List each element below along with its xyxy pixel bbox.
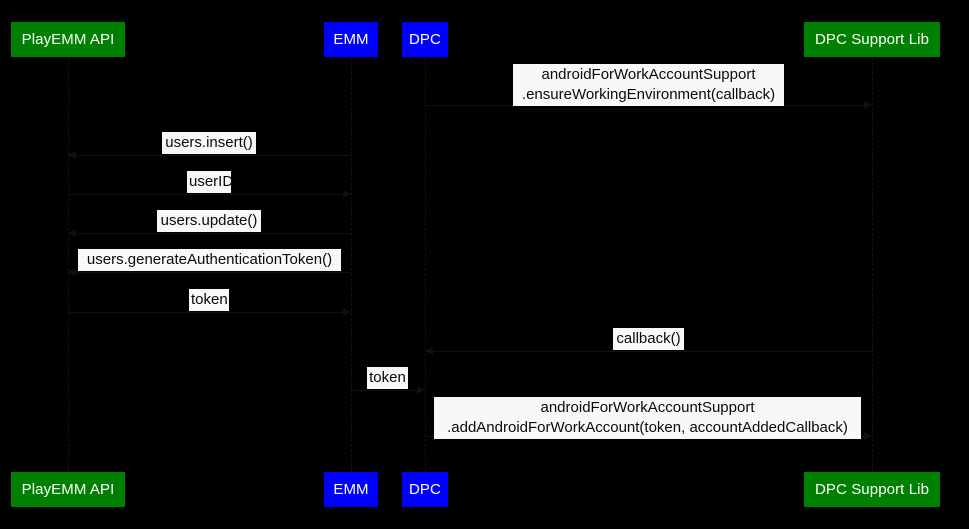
participant-bottom-dpc-support-lib[interactable]: DPC Support Lib xyxy=(804,472,940,507)
message-label-msg-token-to-emm: token xyxy=(189,289,229,311)
message-label-line: .ensureWorkingEnvironment(callback) xyxy=(521,86,776,103)
lifeline-dpc xyxy=(424,57,426,472)
arrow-line-msg-userid xyxy=(68,194,351,195)
lifeline-emm xyxy=(350,57,352,472)
participant-top-dpc[interactable]: DPC xyxy=(402,22,448,57)
message-label-msg-generate-authentication-token: users.generateAuthenticationToken() xyxy=(78,249,341,271)
participant-bottom-playemm-api[interactable]: PlayEMM API xyxy=(11,472,125,507)
participant-label: EMM xyxy=(333,481,369,498)
arrow-head-msg-generate-authentication-token xyxy=(68,268,76,276)
arrow-line-msg-token-to-emm xyxy=(68,312,351,313)
arrow-head-msg-userid xyxy=(343,190,351,198)
participant-bottom-emm[interactable]: EMM xyxy=(324,472,378,507)
arrow-head-msg-users-update xyxy=(68,229,76,237)
message-label-msg-token-to-dpc: token xyxy=(367,367,408,389)
participant-top-emm[interactable]: EMM xyxy=(324,22,378,57)
message-label-msg-ensure-working-environment: androidForWorkAccountSupport .ensureWorki… xyxy=(513,64,784,106)
message-label-msg-users-update: users.update() xyxy=(157,210,261,232)
arrow-head-msg-callback xyxy=(425,347,433,355)
message-label-line: androidForWorkAccountSupport xyxy=(540,399,755,416)
arrow-head-msg-token-to-dpc xyxy=(417,386,425,394)
arrow-line-msg-generate-authentication-token xyxy=(68,272,351,273)
message-label-line: .addAndroidForWorkAccount(token, account… xyxy=(447,419,848,436)
message-label-line: users.update() xyxy=(160,212,258,229)
participant-bottom-dpc[interactable]: DPC xyxy=(402,472,448,507)
message-label-line: androidForWorkAccountSupport xyxy=(541,66,756,83)
message-label-line: userID xyxy=(189,173,234,190)
arrow-head-msg-users-insert xyxy=(68,151,76,159)
message-label-line: users.insert() xyxy=(165,134,253,151)
message-label-line: token xyxy=(369,369,406,386)
participant-top-playemm-api[interactable]: PlayEMM API xyxy=(11,22,125,57)
message-label-msg-add-android-for-work-account: androidForWorkAccountSupport .addAndroidF… xyxy=(434,397,861,439)
arrow-line-msg-callback xyxy=(425,351,872,352)
lifeline-dpc-support-lib xyxy=(871,57,873,472)
arrow-line-msg-token-to-dpc xyxy=(351,390,425,391)
participant-label: DPC xyxy=(409,31,441,48)
message-label-line: token xyxy=(191,291,228,308)
lifeline-playemm-api xyxy=(67,57,69,472)
arrow-head-msg-ensure-working-environment xyxy=(864,101,872,109)
message-label-line: users.generateAuthenticationToken() xyxy=(86,251,333,268)
message-label-line: callback() xyxy=(616,330,681,347)
message-label-msg-userid: userID xyxy=(187,171,234,193)
arrow-head-msg-token-to-emm xyxy=(343,308,351,316)
arrow-line-msg-users-update xyxy=(68,233,351,234)
participant-top-dpc-support-lib[interactable]: DPC Support Lib xyxy=(804,22,940,57)
participant-label: PlayEMM API xyxy=(21,31,115,48)
participant-label: DPC xyxy=(409,481,441,498)
message-label-msg-users-insert: users.insert() xyxy=(162,132,256,154)
arrow-head-msg-add-android-for-work-account xyxy=(864,432,872,440)
participant-label: DPC Support Lib xyxy=(814,31,930,48)
arrow-line-msg-users-insert xyxy=(68,155,351,156)
participant-label: PlayEMM API xyxy=(21,481,115,498)
participant-label: EMM xyxy=(333,31,369,48)
participant-label: DPC Support Lib xyxy=(814,481,930,498)
message-label-msg-callback: callback() xyxy=(613,328,684,350)
